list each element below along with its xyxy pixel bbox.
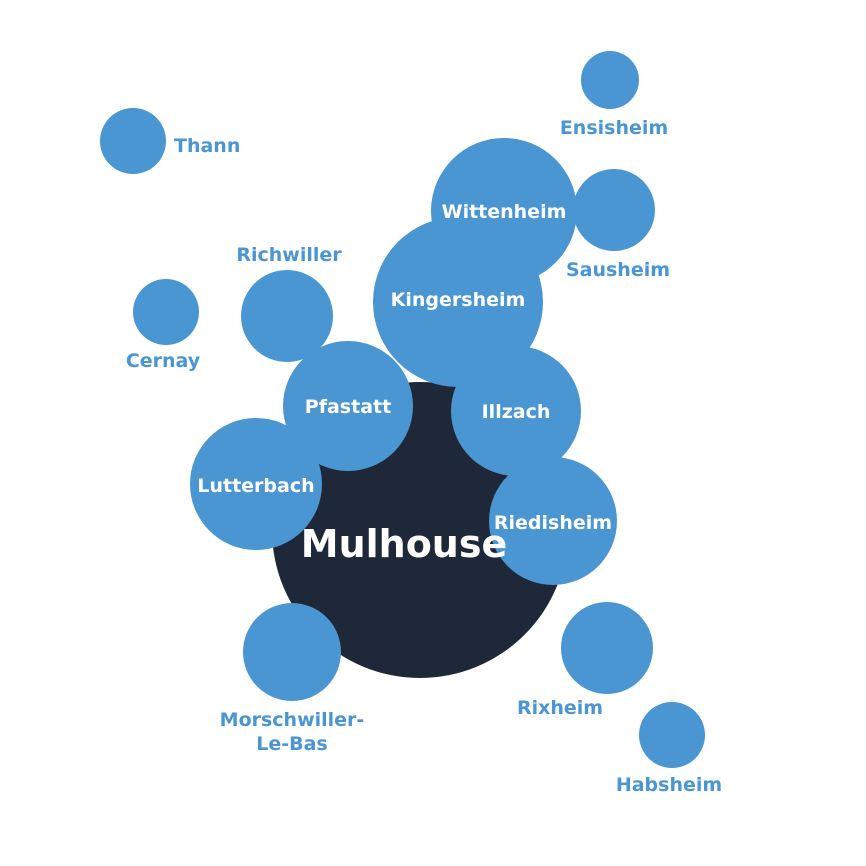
bubble-sausheim — [573, 169, 655, 251]
bubble-riedisheim — [489, 457, 617, 585]
label-habsheim: Habsheim — [616, 774, 722, 796]
label-richwiller: Richwiller — [236, 244, 342, 266]
bubble-kingersheim — [373, 217, 543, 387]
bubble-illzach — [451, 346, 581, 476]
label-sausheim: Sausheim — [566, 259, 670, 281]
label-morschwiller-line1: Morschwiller- — [220, 709, 365, 731]
label-pfastatt: Pfastatt — [305, 396, 391, 418]
bubble-rixheim — [561, 602, 653, 694]
bubble-habsheim — [639, 702, 705, 768]
bubble-ensisheim — [581, 51, 639, 109]
label-mulhouse: Mulhouse — [301, 522, 508, 566]
label-thann: Thann — [174, 135, 240, 157]
label-morschwiller-line2: Le-Bas — [256, 733, 328, 755]
bubble-cernay — [133, 279, 199, 345]
bubble-thann — [100, 108, 166, 174]
label-lutterbach: Lutterbach — [197, 475, 314, 497]
label-kingersheim: Kingersheim — [391, 289, 526, 311]
bubble-richwiller — [241, 270, 333, 362]
bubble-pfastatt — [283, 341, 413, 471]
label-rixheim: Rixheim — [517, 697, 603, 719]
label-ensisheim: Ensisheim — [560, 117, 668, 139]
bubble-morschwiller-le-bas — [243, 603, 341, 701]
label-wittenheim: Wittenheim — [442, 201, 567, 223]
bubble-lutterbach — [190, 418, 322, 550]
label-cernay: Cernay — [126, 350, 201, 372]
label-illzach: Illzach — [482, 401, 551, 423]
label-riedisheim: Riedisheim — [494, 512, 612, 534]
